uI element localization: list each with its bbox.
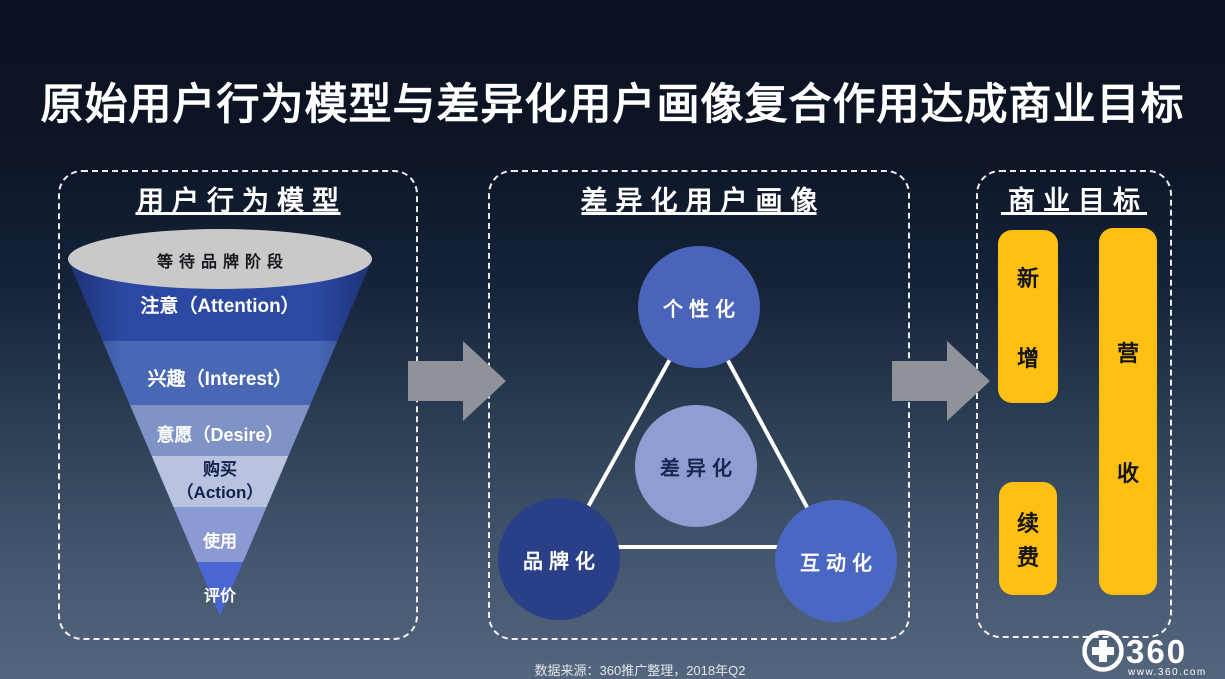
arrow-right-icon [408, 341, 506, 421]
header-underline [581, 212, 817, 215]
portrait-panel-title: 差异化用户画像 [580, 186, 826, 216]
circle-differentiation: 差异化 [635, 405, 757, 527]
logo-circle-icon [1082, 630, 1124, 672]
logo-360: 360 www.360.com [1082, 630, 1207, 678]
header-underline [135, 212, 341, 215]
goal-char: 费 [1016, 544, 1039, 570]
goal-char: 新 [1016, 265, 1039, 291]
funnel-label-action-line2: （Action） [176, 483, 264, 502]
circle-label: 个性化 [663, 298, 741, 321]
panel-user-behavior-model: 用户行为模型 [58, 170, 418, 640]
funnel-label-action: 购买 （Action） [70, 458, 370, 504]
goal-char: 收 [1116, 460, 1139, 486]
circle-label: 差异化 [660, 457, 738, 480]
behavior-panel-title: 用户行为模型 [137, 186, 347, 216]
panel-differentiated-portrait: 差异化用户画像 [488, 170, 910, 640]
funnel-label-interest: 兴趣（Interest） [147, 369, 293, 390]
header-underline [1001, 212, 1147, 215]
funnel-label-evaluate: 评价 [203, 588, 236, 605]
funnel-label-use: 使用 [203, 532, 237, 551]
funnel-label-attention: 注意（Attention） [140, 296, 300, 317]
goal-revenue: 营 收 [1099, 228, 1157, 595]
data-source-caption: 数据来源：360推广整理，2018年Q2 [534, 663, 746, 678]
funnel-label-desire: 意愿（Desire） [156, 425, 284, 445]
funnel-top-label: 等待品牌阶段 [156, 254, 289, 271]
funnel-graphic [68, 229, 372, 616]
goal-char: 增 [1016, 345, 1039, 371]
funnel-label-action-line1: 购买 [203, 460, 237, 479]
goal-char: 营 [1116, 340, 1139, 366]
panel-business-goals: 商业目标 [976, 170, 1172, 638]
circle-label: 品牌化 [523, 550, 601, 573]
page-title: 原始用户行为模型与差异化用户画像复合作用达成商业目标 [40, 81, 1185, 129]
goal-new-users: 新 增 [998, 230, 1058, 403]
goal-char: 续 [1016, 510, 1039, 536]
logo-brand-text: 360 [1126, 633, 1187, 670]
circle-label: 互动化 [800, 552, 878, 575]
arrow-right-icon [892, 341, 990, 421]
circle-branding: 品牌化 [498, 498, 620, 620]
goals-panel-title: 商业目标 [1008, 186, 1148, 216]
logo-plus-icon [1092, 640, 1114, 662]
funnel-top-ellipse [68, 229, 372, 289]
circle-interaction: 互动化 [775, 500, 897, 622]
circle-personalization: 个性化 [638, 246, 760, 368]
logo-url-text: www.360.com [1127, 667, 1207, 678]
goal-renewal: 续 费 [999, 482, 1057, 595]
